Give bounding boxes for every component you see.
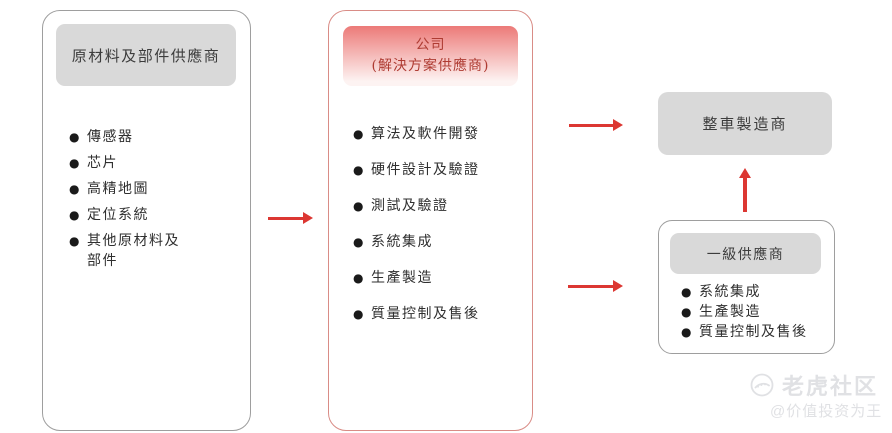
- bullet-icon: ●: [681, 305, 693, 319]
- list-item: ●測試及驗證: [353, 198, 449, 214]
- bullet-icon: ●: [353, 307, 365, 321]
- bullet-icon: ●: [69, 130, 81, 144]
- bullet-icon: ●: [681, 285, 693, 299]
- list-item: ●生產製造: [681, 304, 761, 320]
- company-box-header: 公司 (解決方案供應商): [343, 26, 518, 86]
- list-item: ●系統集成: [353, 234, 433, 250]
- list-item: ●算法及軟件開發: [353, 126, 480, 142]
- arrow-head-up-icon: [739, 168, 751, 178]
- bullet-icon: ●: [69, 182, 81, 196]
- bullet-icon: ●: [353, 163, 365, 177]
- tier1-list: ●系統集成 ●生產製造 ●質量控制及售後: [681, 282, 826, 342]
- list-item: ●質量控制及售後: [353, 306, 480, 322]
- tier1-box: 一級供應商 ●系統集成 ●生產製造 ●質量控制及售後: [658, 220, 835, 354]
- list-item: ●質量控制及售後: [681, 324, 808, 340]
- arrow-shaft: [268, 216, 303, 220]
- arrow-head-right-icon: [303, 212, 313, 224]
- arrow-suppliers-to-company: [268, 211, 313, 225]
- arrow-company-to-tier1: [568, 279, 623, 293]
- oem-box: 整車製造商: [658, 92, 832, 155]
- list-item: ●系統集成: [681, 284, 761, 300]
- tier1-box-header: 一級供應商: [670, 233, 821, 274]
- arrow-shaft: [568, 284, 613, 288]
- suppliers-box: 原材料及部件供應商 ●傳感器 ●芯片 ●高精地圖 ●定位系統 ●其他原材料及 部…: [42, 10, 251, 431]
- list-item: ●芯片: [69, 155, 118, 171]
- arrow-tier1-to-oem: [737, 168, 753, 212]
- bullet-icon: ●: [681, 325, 693, 339]
- suppliers-list: ●傳感器 ●芯片 ●高精地圖 ●定位系統 ●其他原材料及 部件: [69, 127, 229, 277]
- bullet-icon: ●: [353, 235, 365, 249]
- watermark-brand: 老虎社区: [782, 374, 879, 399]
- oem-box-title: 整車製造商: [702, 115, 788, 133]
- bullet-icon: ●: [69, 234, 81, 248]
- suppliers-box-header: 原材料及部件供應商: [56, 24, 236, 86]
- company-box: 公司 (解決方案供應商) ●算法及軟件開發 ●硬件設計及驗證 ●測試及驗證 ●系…: [328, 10, 533, 431]
- list-item: ●硬件設計及驗證: [353, 162, 480, 178]
- bullet-icon: ●: [353, 271, 365, 285]
- suppliers-box-title: 原材料及部件供應商: [71, 46, 221, 65]
- arrow-company-to-oem: [569, 118, 623, 132]
- bullet-icon: ●: [353, 127, 365, 141]
- tiger-logo-icon: [750, 373, 774, 397]
- bullet-icon: ●: [69, 156, 81, 170]
- watermark-handle: @价值投资为王: [770, 403, 883, 420]
- tier1-box-title: 一級供應商: [706, 246, 785, 263]
- company-box-subtitle: (解決方案供應商): [371, 58, 490, 74]
- list-item: ●生產製造: [353, 270, 433, 286]
- bullet-icon: ●: [353, 199, 365, 213]
- arrow-head-right-icon: [613, 119, 623, 131]
- arrow-shaft: [743, 178, 747, 212]
- arrow-head-right-icon: [613, 280, 623, 292]
- watermark: 老虎社区: [750, 369, 878, 401]
- bullet-icon: ●: [69, 208, 81, 222]
- list-item: ●傳感器: [69, 129, 134, 145]
- list-item: ●高精地圖: [69, 181, 149, 197]
- company-box-title: 公司: [415, 37, 446, 53]
- list-item: ●其他原材料及 部件: [69, 233, 180, 269]
- company-list: ●算法及軟件開發 ●硬件設計及驗證 ●測試及驗證 ●系統集成 ●生產製造 ●質量…: [353, 124, 518, 340]
- list-item: ●定位系統: [69, 207, 149, 223]
- arrow-shaft: [569, 123, 613, 127]
